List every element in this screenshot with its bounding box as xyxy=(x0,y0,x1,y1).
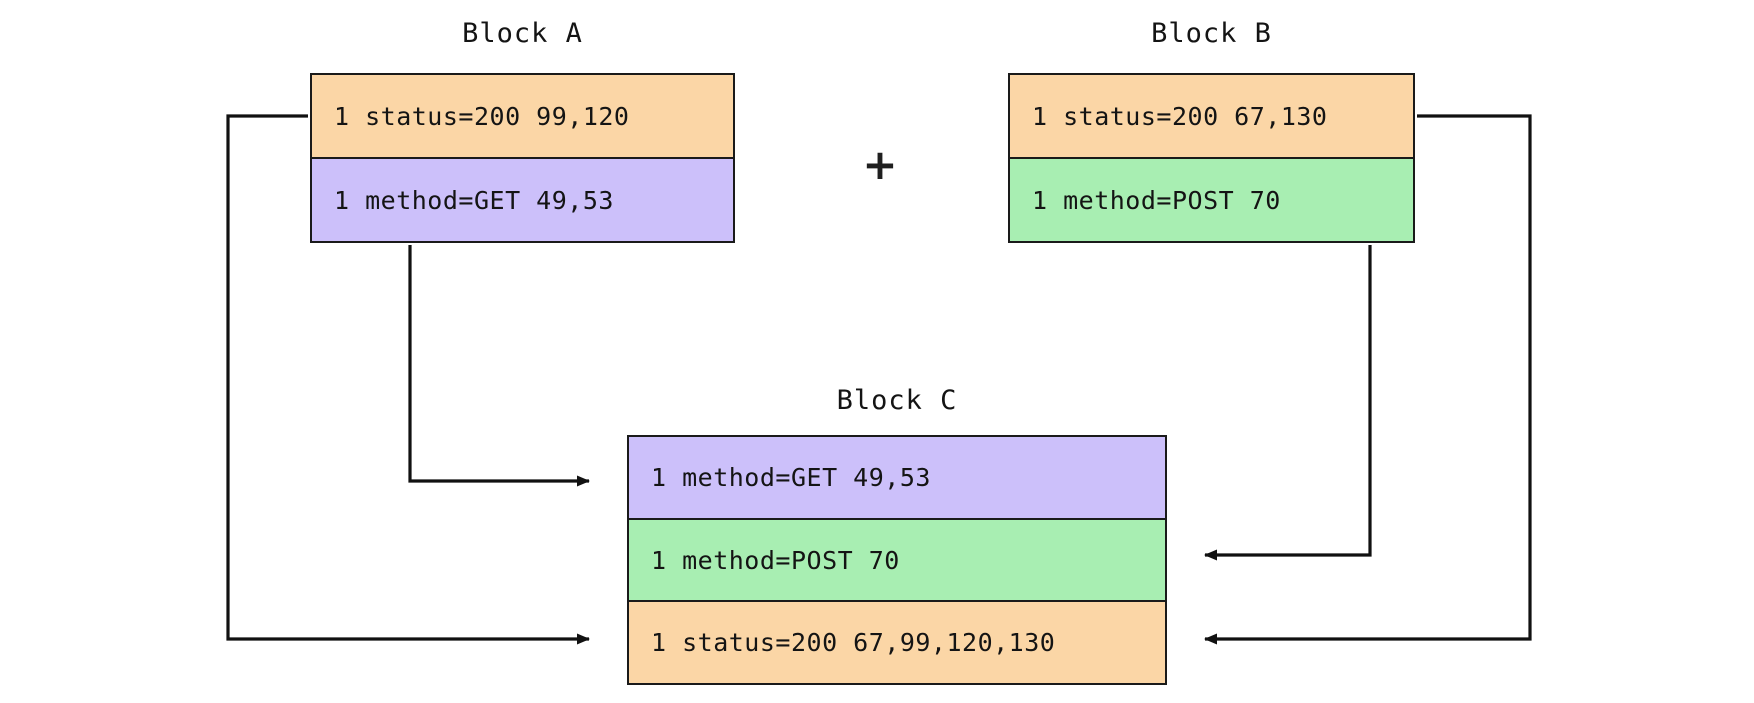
plus-operator-icon: + xyxy=(862,140,898,189)
block-b-title: Block B xyxy=(1151,18,1272,49)
block-c-row-method-post: 1 method=POST 70 xyxy=(629,517,1165,601)
block-b-row-method-post: 1 method=POST 70 xyxy=(1010,157,1413,241)
block-c: 1 method=GET 49,53 1 method=POST 70 1 st… xyxy=(627,435,1167,685)
block-a-row-status: 1 status=200 99,120 xyxy=(312,75,733,157)
block-b-row-status: 1 status=200 67,130 xyxy=(1010,75,1413,157)
block-a-title: Block A xyxy=(462,18,583,49)
block-a: 1 status=200 99,120 1 method=GET 49,53 xyxy=(310,73,735,243)
block-c-title: Block C xyxy=(836,385,958,416)
block-b: 1 status=200 67,130 1 method=POST 70 xyxy=(1008,73,1415,243)
block-c-row-method-get: 1 method=GET 49,53 xyxy=(629,437,1165,518)
edge-b-post-to-c-post xyxy=(1204,245,1372,561)
edge-a-get-to-c-get xyxy=(408,245,590,487)
block-a-row-method-get: 1 method=GET 49,53 xyxy=(312,157,733,241)
block-c-row-status: 1 status=200 67,99,120,130 xyxy=(629,600,1165,684)
